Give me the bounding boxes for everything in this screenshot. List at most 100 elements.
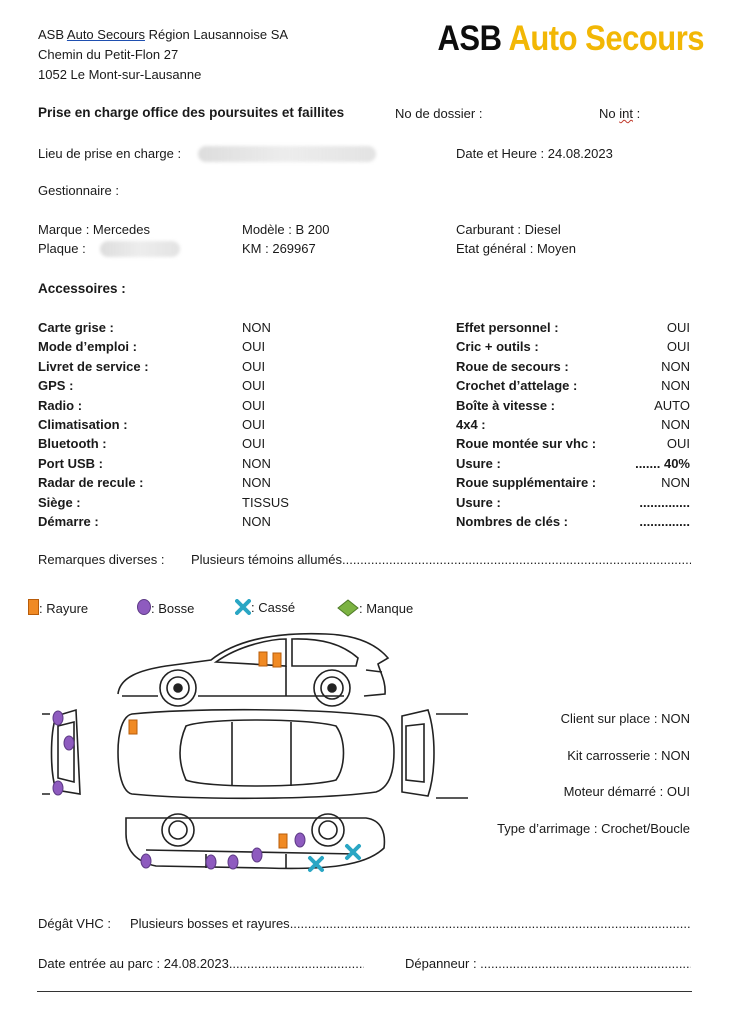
accessory-value-left: OUI — [242, 339, 266, 355]
vehicle-modele: Modèle : B 200 — [242, 222, 330, 237]
company-address: ASB Auto Secours Région Lausannoise SA C… — [38, 25, 288, 85]
accessory-label-right: Roue supplémentaire : — [456, 475, 597, 491]
accessory-label-left: Bluetooth : — [38, 436, 107, 452]
company-logo: ASB Auto Secours — [437, 18, 705, 59]
status-kit-carrosserie: Kit carrosserie : NON — [567, 748, 690, 763]
gestionnaire-label: Gestionnaire : — [38, 183, 119, 198]
accessory-value-left: OUI — [242, 397, 266, 413]
car-damage-diagram — [42, 632, 468, 872]
dossier-label: No de dossier : — [395, 106, 483, 121]
company-city: 1052 Le Mont-sur-Lausanne — [38, 67, 202, 82]
dent-icon — [227, 854, 239, 870]
no-int-label: No int : — [599, 106, 641, 121]
dent-icon — [137, 599, 151, 615]
accessory-value-right: ....... 40% — [635, 455, 690, 471]
accessory-label-left: Radar de recule : — [38, 475, 144, 491]
accessory-value-right: .............. — [639, 494, 690, 510]
accessory-value-right: NON — [661, 475, 690, 491]
accessory-label-left: GPS : — [38, 378, 74, 394]
status-moteur-demarre: Moteur démarré : OUI — [563, 784, 690, 799]
accessory-label-right: Cric + outils : — [456, 339, 539, 355]
scratch-icon — [278, 833, 288, 849]
broken-icon — [345, 844, 361, 860]
broken-icon — [308, 856, 324, 872]
redacted-location — [198, 146, 376, 162]
depanneur-label: Dépanneur : — [405, 956, 477, 971]
accessoires-title: Accessoires : — [38, 281, 126, 296]
remarques-field: Plusieurs témoins allumés...............… — [191, 552, 691, 567]
accessory-label-right: Roue montée sur vhc : — [456, 436, 597, 452]
accessory-label-right: Crochet d’attelage : — [456, 378, 578, 394]
accessory-value-right: .............. — [639, 514, 690, 529]
accessory-label-right: Nombres de clés : — [456, 514, 568, 529]
accessory-label-right: Usure : — [456, 494, 501, 510]
accessory-row: Siège : TISSUS Usure :.............. — [0, 495, 730, 514]
accessory-value-right: OUI — [666, 339, 690, 355]
scratch-icon — [128, 719, 138, 735]
company-street: Chemin du Petit-Flon 27 — [38, 47, 179, 62]
redacted-plate — [100, 241, 180, 257]
dent-icon — [294, 832, 306, 848]
scratch-icon — [28, 599, 39, 615]
damage-markers — [52, 651, 361, 872]
dent-icon — [251, 847, 263, 863]
dent-icon — [52, 710, 64, 726]
accessory-label-left: Carte grise : — [38, 320, 114, 335]
accessory-value-right: AUTO — [654, 397, 690, 413]
dent-icon — [63, 735, 75, 751]
accessory-label-left: Démarre : — [38, 514, 99, 529]
company-name: ASB Auto Secours Région Lausannoise SA — [38, 27, 289, 42]
status-type-arrimage: Type d’arrimage : Crochet/Boucle — [497, 821, 690, 836]
remarques-label: Remarques diverses : — [38, 552, 165, 567]
company-name-link[interactable]: Auto Secours — [66, 27, 145, 42]
broken-icon — [235, 599, 251, 615]
legend-casse: : Cassé — [235, 599, 295, 617]
accessory-row: Radar de recule : NON Roue supplémentaire … — [0, 475, 730, 494]
accessory-value-left: NON — [242, 455, 271, 471]
accessory-label-right: Effet personnel : — [456, 320, 559, 335]
degat-field: Plusieurs bosses et rayures.............… — [130, 916, 691, 931]
accessory-value-left: OUI — [242, 417, 266, 432]
missing-icon — [337, 599, 359, 617]
remarques-value: Plusieurs témoins allumés — [191, 552, 343, 567]
accessory-value-left: TISSUS — [242, 494, 289, 510]
accessory-value-left: NON — [242, 475, 271, 491]
dent-icon — [140, 853, 152, 869]
page-title: Prise en charge office des poursuites et… — [38, 105, 345, 120]
accessory-value-right: NON — [661, 358, 690, 374]
accessory-label-right: 4x4 : — [456, 417, 486, 432]
accessory-row: GPS : OUI Crochet d’attelage : NON — [0, 378, 730, 397]
bottom-divider — [37, 991, 692, 992]
accessory-label-right: Roue de secours : — [456, 358, 569, 374]
status-client-sur-place: Client sur place : NON — [560, 711, 690, 726]
date-entree: Date entrée au parc : 24.08.2023 — [38, 956, 229, 971]
accessory-label-right: Boîte à vitesse : — [456, 397, 555, 413]
date-heure: Date et Heure : 24.08.2023 — [456, 146, 613, 161]
car-top-view — [42, 708, 468, 800]
accessory-value-right: NON — [661, 378, 690, 394]
vehicle-km: KM : 269967 — [242, 241, 316, 256]
degat-label: Dégât VHC : — [38, 916, 111, 931]
accessory-label-left: Port USB : — [38, 455, 103, 471]
vehicle-plaque: Plaque : — [38, 241, 86, 256]
legend-rayure: : Rayure — [28, 599, 88, 618]
accessory-value-left: OUI — [242, 358, 266, 374]
accessory-label-left: Siège : — [38, 494, 81, 510]
accessory-value-left: OUI — [242, 378, 266, 394]
vehicle-etat: Etat général : Moyen — [456, 241, 576, 256]
accessory-value-right: OUI — [666, 436, 690, 452]
lieu-label: Lieu de prise en charge : — [38, 146, 182, 161]
car-side-view-top — [117, 632, 390, 707]
logo-asb: ASB — [437, 18, 502, 59]
accessory-value-right: NON — [661, 417, 690, 432]
legend-manque: : Manque — [337, 599, 413, 618]
accessory-value-right: OUI — [666, 320, 690, 335]
dent-icon — [52, 780, 64, 796]
